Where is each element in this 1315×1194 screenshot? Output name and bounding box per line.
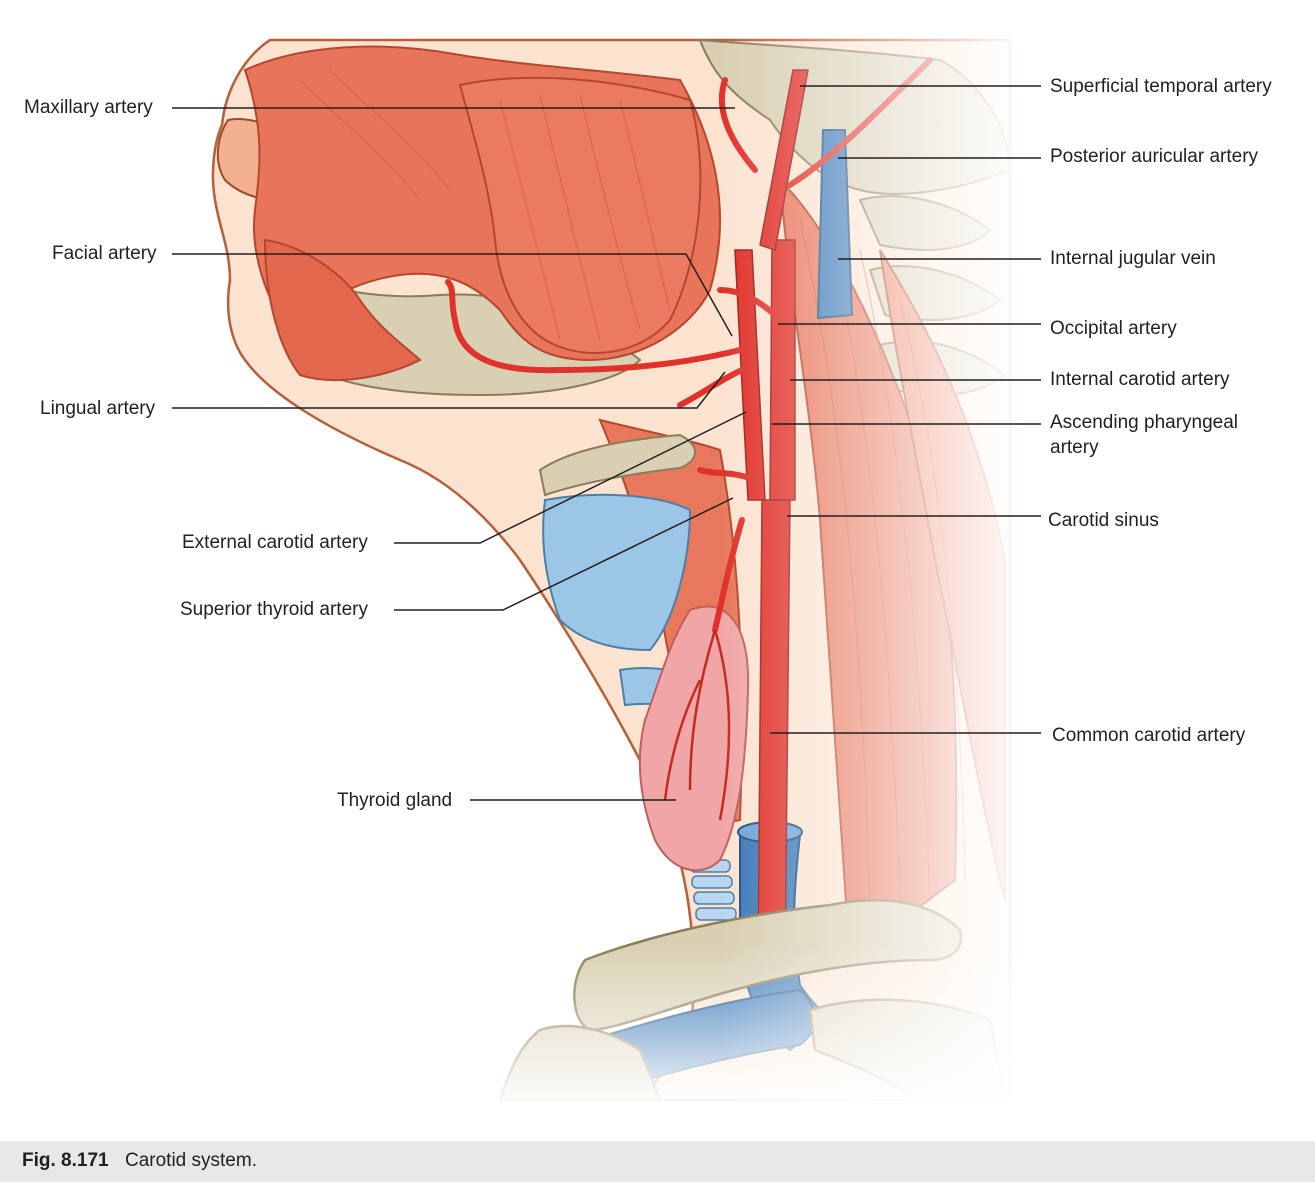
label-ascending-pharyngeal-artery-line1: Ascending pharyngeal [1050, 412, 1239, 433]
figure-number: Fig. 8.171 [22, 1150, 109, 1171]
label-common-carotid-artery: Common carotid artery [1052, 725, 1246, 746]
label-ascending-pharyngeal-artery-line2: artery [1050, 437, 1099, 458]
label-thyroid-gland: Thyroid gland [337, 790, 453, 811]
leader-superior-thyroid [394, 497, 734, 611]
leader-facial [172, 253, 733, 337]
label-carotid-sinus: Carotid sinus [1048, 510, 1159, 531]
carotid-system-illustration [0, 0, 1315, 1140]
figure-caption: Fig. 8.171 Carotid system. [0, 1141, 1315, 1182]
label-maxillary-artery: Maxillary artery [24, 97, 153, 118]
label-external-carotid-artery: External carotid artery [182, 532, 368, 553]
leader-lingual [172, 371, 726, 409]
label-occipital-artery: Occipital artery [1050, 318, 1177, 339]
leader-external-carotid [394, 411, 747, 544]
label-posterior-auricular-artery: Posterior auricular artery [1050, 146, 1259, 167]
label-lingual-artery: Lingual artery [40, 398, 156, 419]
leader-lines [172, 85, 1041, 801]
label-internal-jugular-vein: Internal jugular vein [1050, 248, 1216, 269]
label-superior-thyroid-artery: Superior thyroid artery [180, 599, 368, 620]
label-internal-carotid-artery: Internal carotid artery [1050, 369, 1230, 390]
caption-text: Carotid system. [125, 1150, 257, 1171]
label-facial-artery: Facial artery [52, 243, 157, 264]
label-superficial-temporal-artery: Superficial temporal artery [1050, 76, 1272, 97]
right-blank [1030, 0, 1315, 1140]
